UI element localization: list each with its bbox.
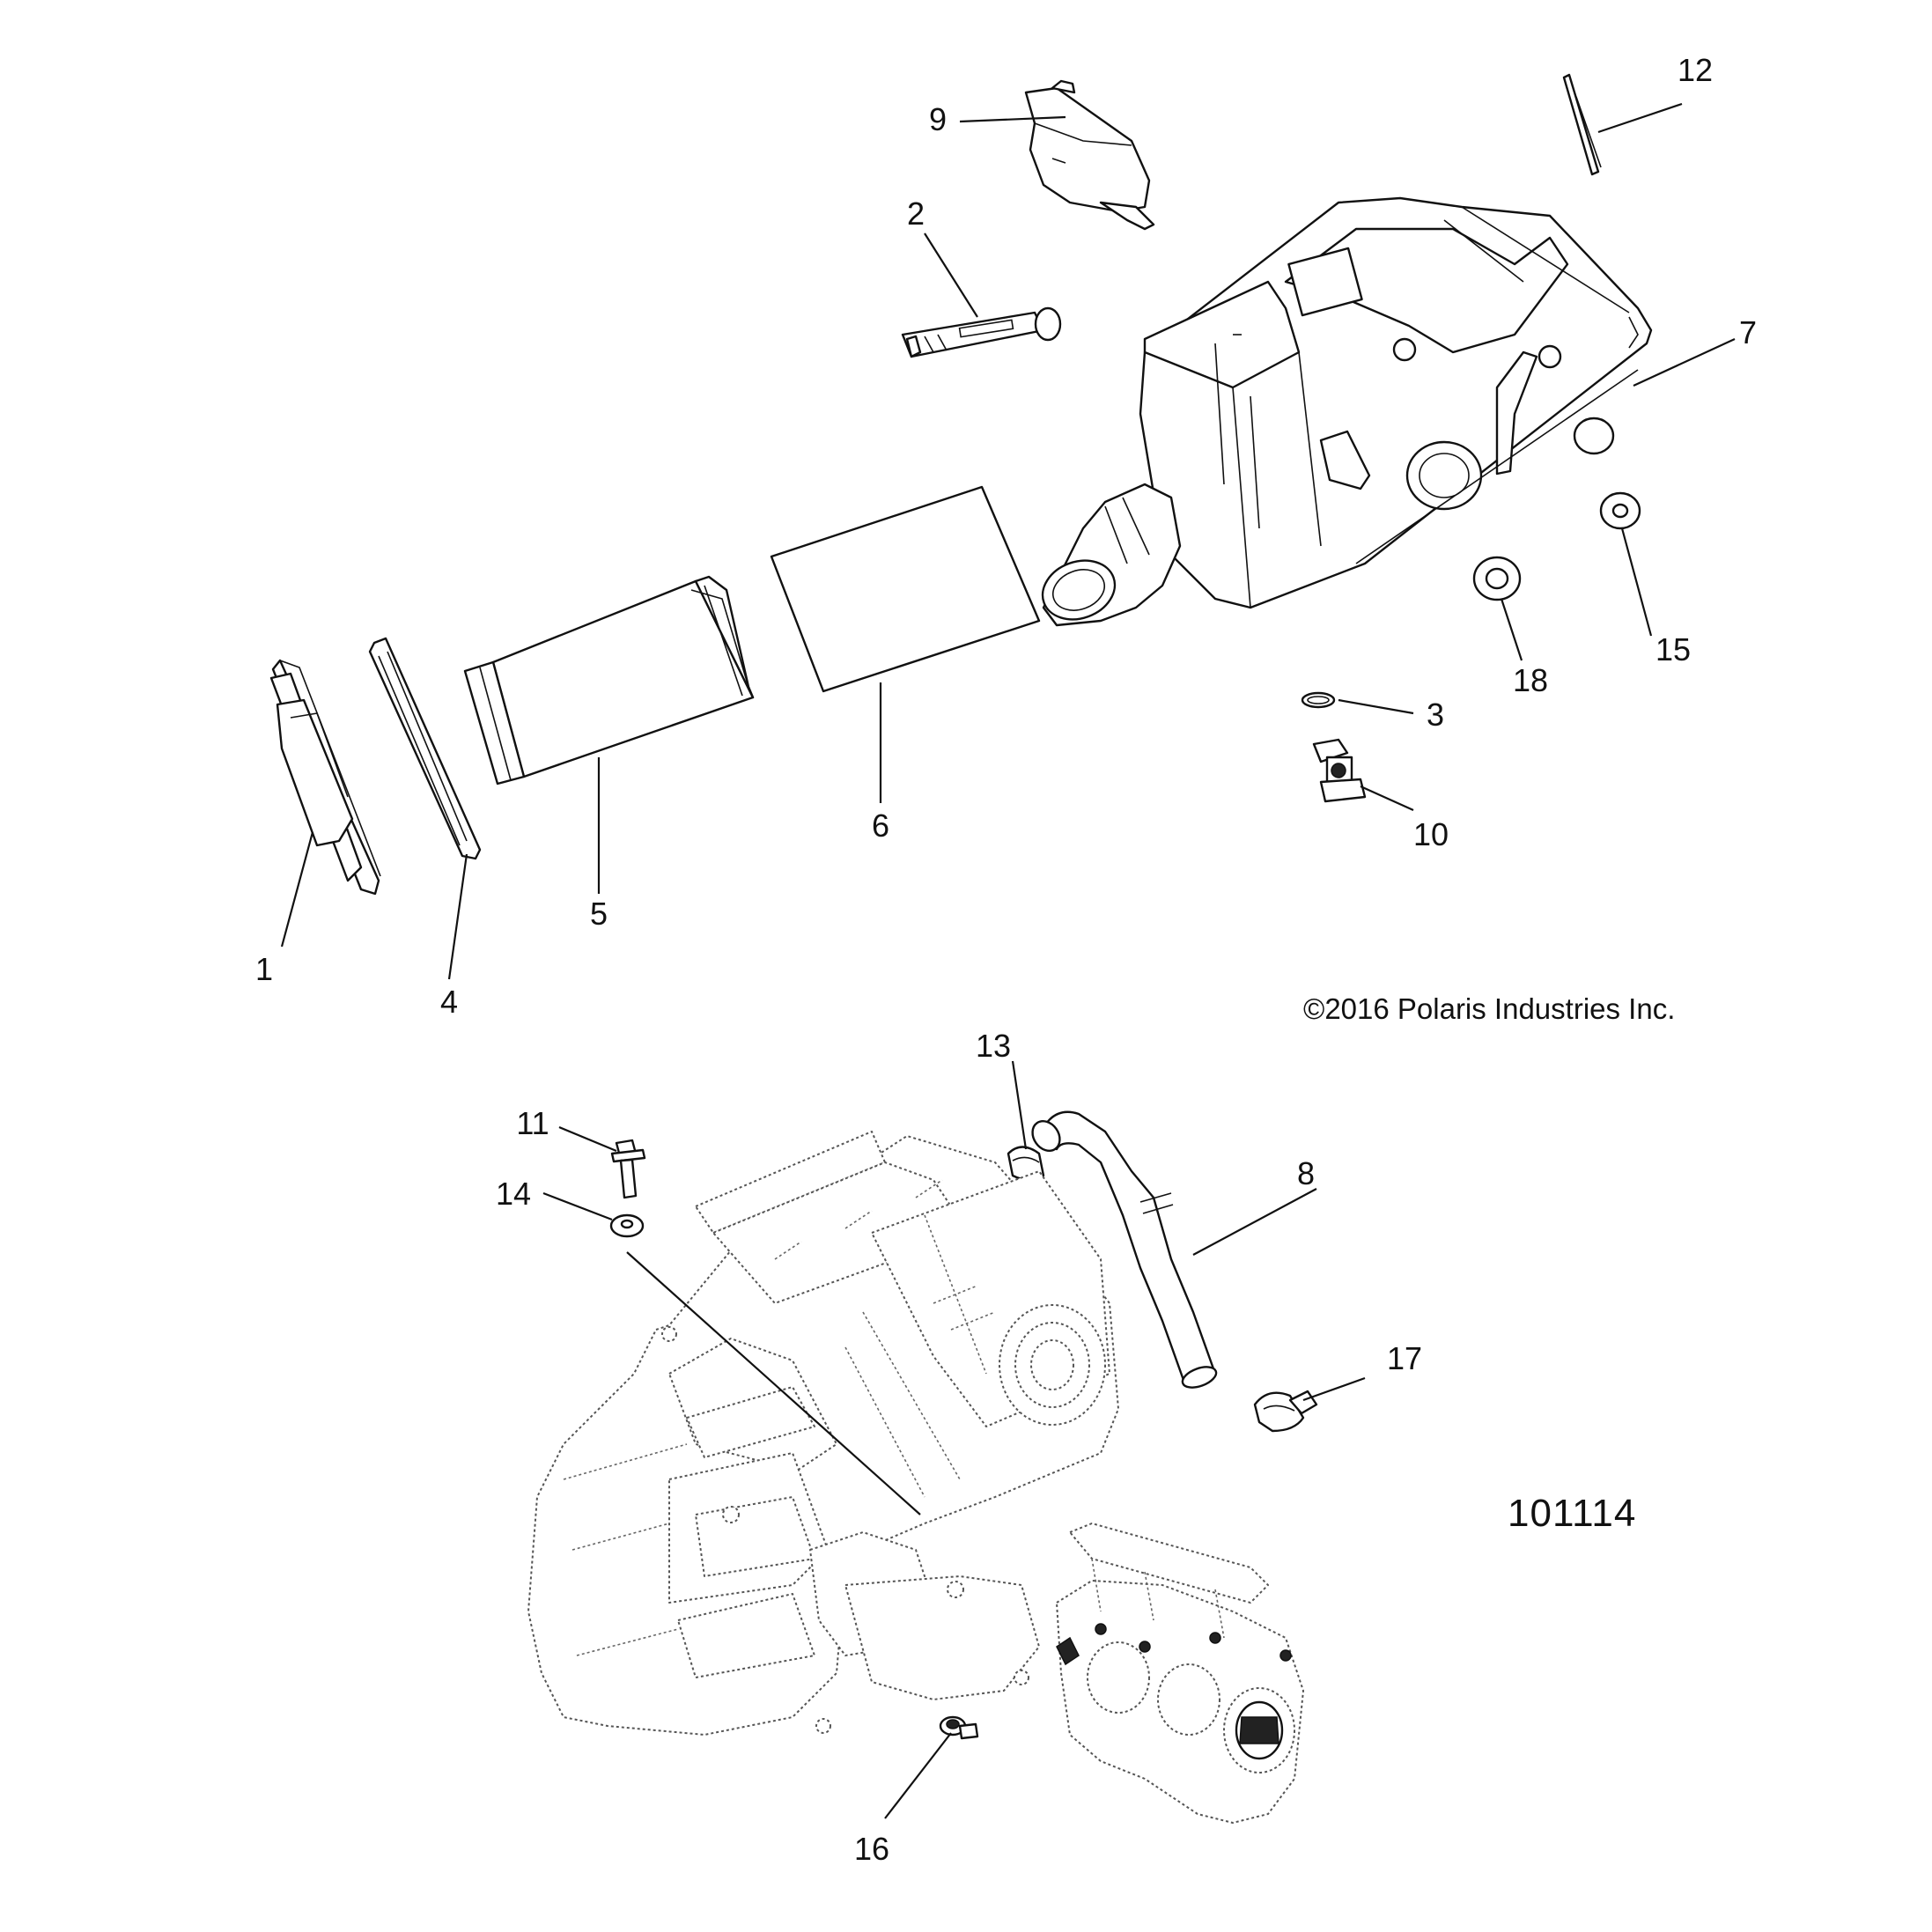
callout-labels: 1 2 3 4 5 6 7 8 9 10 11 12 13 14 15 16 1… [255, 52, 1757, 1867]
part-9-bracket [1024, 79, 1155, 231]
part-11-bolt [610, 1139, 646, 1199]
part-6-prefilter [770, 485, 1041, 693]
part-2-strap [901, 306, 1062, 358]
callout-10: 10 [1413, 816, 1449, 852]
callout-8: 8 [1297, 1155, 1315, 1191]
callout-13: 13 [976, 1028, 1011, 1064]
callout-11: 11 [516, 1105, 549, 1141]
part-1-airbox-cover [269, 659, 381, 896]
callout-16: 16 [854, 1831, 889, 1867]
part-15-washer [1599, 491, 1641, 530]
part-3-o-ring [1301, 691, 1336, 709]
part-8-hose [1031, 1110, 1218, 1389]
callout-18: 18 [1513, 662, 1548, 698]
part-14-washer [609, 1213, 645, 1238]
callout-14: 14 [496, 1176, 531, 1212]
part-16-fastener [939, 1715, 979, 1740]
part-7-airbox-housing [1041, 196, 1653, 627]
callout-4: 4 [440, 984, 458, 1020]
callout-12: 12 [1678, 52, 1713, 88]
callout-7: 7 [1739, 314, 1757, 350]
part-5-air-filter [463, 575, 755, 785]
leader-lines [280, 102, 1736, 1819]
copyright-notice: ©2016 Polaris Industries Inc. [1303, 992, 1675, 1025]
engine-airbox-reference [527, 1131, 1119, 1736]
part-17-clamp [1253, 1390, 1318, 1433]
throttle-body-reference [1056, 1523, 1304, 1824]
callout-17: 17 [1387, 1340, 1422, 1376]
part-12-seal-strip [1562, 73, 1602, 176]
part-10-drain-valve [1312, 738, 1367, 803]
callout-3: 3 [1427, 697, 1444, 733]
callout-5: 5 [590, 896, 608, 932]
callout-6: 6 [872, 807, 889, 844]
part-18-grommet [1472, 556, 1522, 601]
callout-15: 15 [1655, 631, 1691, 667]
diagram-reference-number: 101114 [1508, 1492, 1636, 1535]
callout-1: 1 [255, 951, 273, 987]
callout-9: 9 [929, 101, 947, 137]
part-4-gasket [368, 637, 482, 860]
callout-2: 2 [907, 195, 925, 232]
